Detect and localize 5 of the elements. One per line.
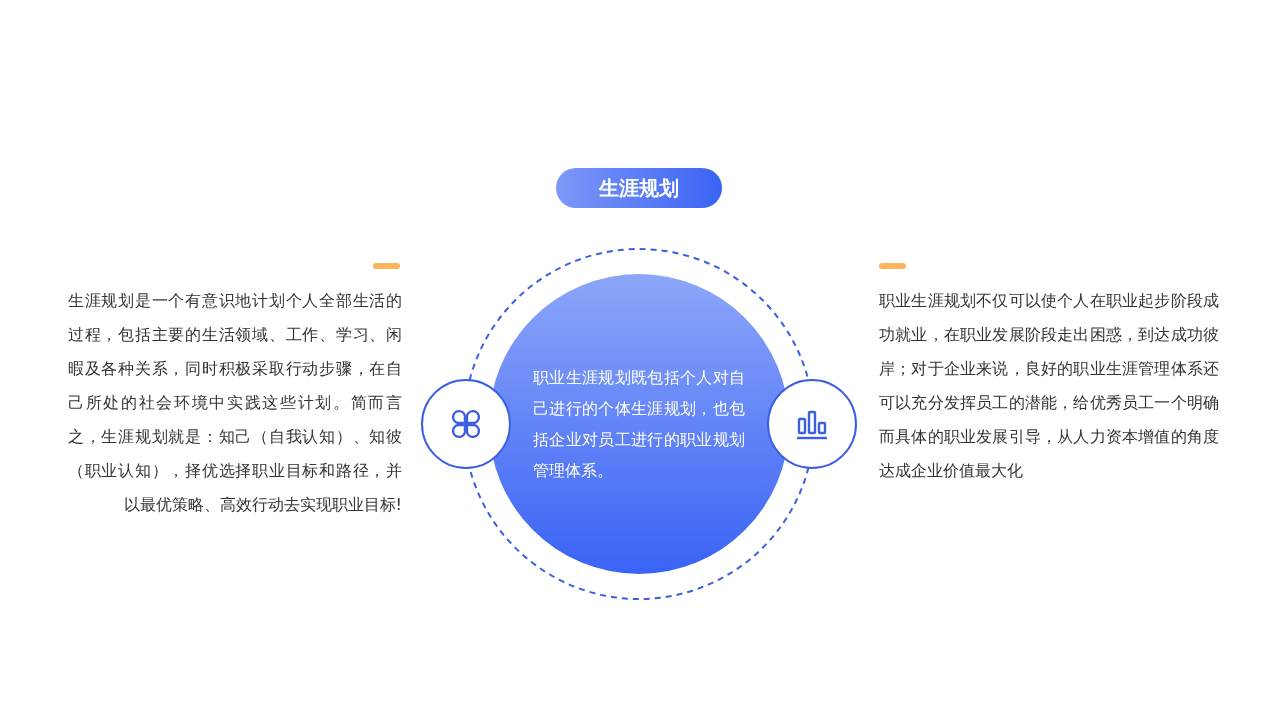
pill-label: 生涯规划 (599, 175, 679, 202)
paragraph: 职业生涯规划不仅可以使个人在职业起步阶段成功就业，在职业发展阶段走出困惑，到达成功彼岸；对于企业来说，良好的职业生涯管理体系还可以充分发挥员工的潜能，给优秀员工一个明确而具体的职业发展引导，从人力资本增值的角度达成企业价值最大化 (879, 290, 1219, 482)
paragraph: 生涯规划是一个有意识地计划个人全部生活的过程，包括主要的生活领域、工作、学习、闲暇及各种关系，同时积极采取行动步骤，在自己所处的社会环境中实践这些计划。简而言之，生涯规划就是：知己（自我认知）、知彼（职业认知），择优选择职业目标和路径，并以最优策略、高效行动去实现职业目标! (68, 290, 402, 516)
circle-text: 职业生涯规划既包括个人对自己进行的个体生涯规划，也包括企业对员工进行的职业规划管理体系。 (533, 367, 745, 482)
title-pill (556, 168, 722, 208)
